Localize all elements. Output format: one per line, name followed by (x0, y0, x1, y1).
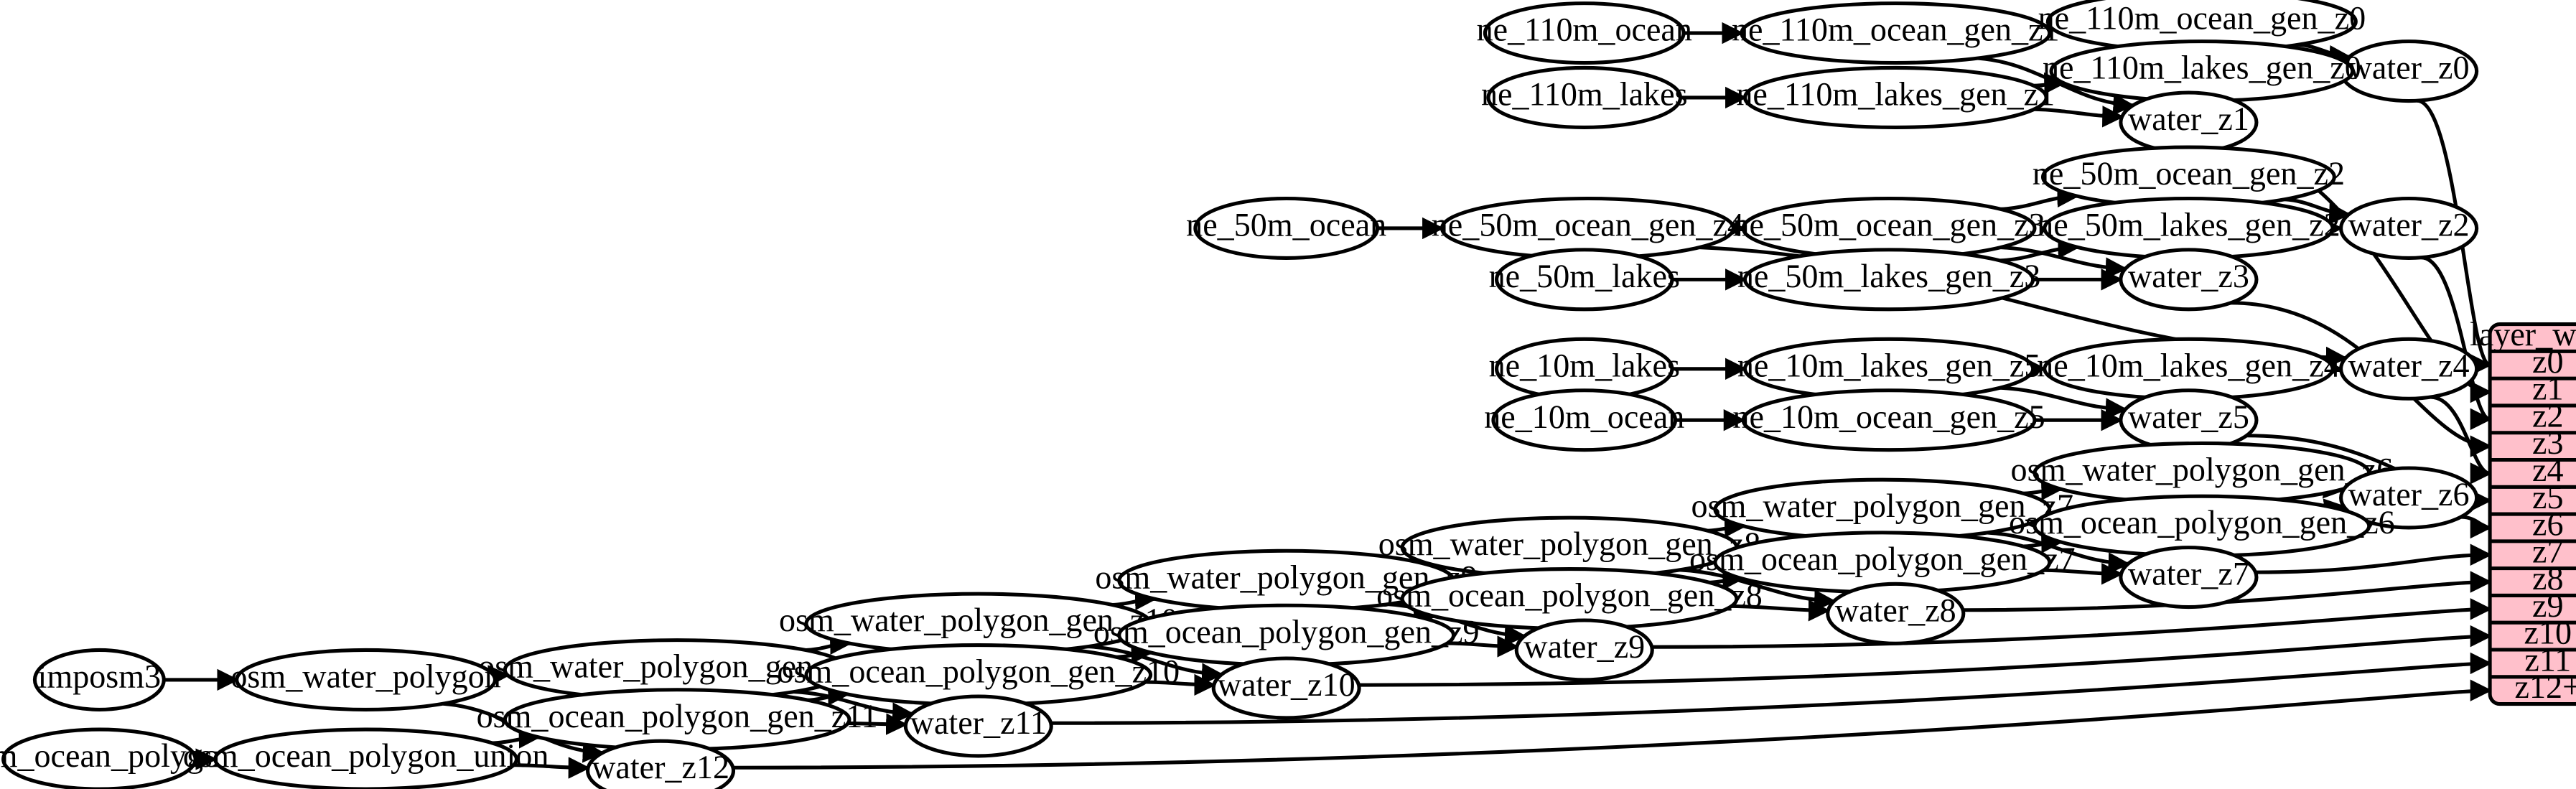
graph-edge-osm_water_polygon_gen_z8-to-osm_water_polygon_gen_z7 (1707, 515, 1747, 538)
graph-edge-osm_ocean_polygon_gen_z10-to-water_z10 (1145, 673, 1216, 696)
graph-edge-water_z12-to-layer_water-z12plus (732, 679, 2493, 770)
record-node-layer: layer_waterz0z1z2z3z4z5z6z7z8z9z10z11z12… (2470, 316, 2576, 706)
graph-edge-ne_110m_lakes_gen_z1-to-water_z1 (2034, 106, 2124, 128)
graph-edge-osm_ocean_polygon_gen_z8-to-osm_ocean_polygon_gen_z7 (1709, 568, 1745, 590)
graph-node-osm_ocean_polygon_union[interactable]: osm_ocean_polygon_union (183, 727, 549, 789)
node-ellipse (1483, 1, 1686, 65)
graph-node-water_z5[interactable]: water_z5 (2119, 388, 2259, 452)
graph-node-osm_water_polygon_gen_z7[interactable]: osm_water_polygon_gen_z7 (1691, 477, 2074, 541)
graph-edge-water_z9-to-layer_water-z9 (1651, 598, 2493, 649)
graph-edge-ne_50m_lakes_gen_z3-to-ne_50m_lakes_gen_z2 (1999, 236, 2080, 263)
graph-edge-ne_50m_ocean_gen_z3-to-ne_50m_ocean_gen_z2 (2000, 185, 2079, 211)
graph-edge-water_z2-to-layer_water-z2 (2420, 256, 2493, 430)
graph-edge-water_z8-to-layer_water-z8 (1963, 571, 2493, 612)
graph-node-ne_110m_ocean[interactable]: ne_110m_ocean (1477, 1, 1692, 65)
graph-edge-osm_ocean_polygon_gen_z7-to-water_z7 (2043, 563, 2124, 585)
graph-node-water_z11[interactable]: water_z11 (903, 694, 1053, 758)
node-ellipse (2339, 196, 2479, 260)
node-ellipse (2033, 441, 2371, 505)
graph-node-water_z10[interactable]: water_z10 (1211, 656, 1361, 720)
graph-edge-water_z6-to-layer_water-z6 (2460, 515, 2493, 539)
graph-edge-osm_ocean_polygon_gen_z8-to-water_z8 (1731, 599, 1831, 622)
node-ellipse (1117, 603, 1456, 667)
graph-edge-osm_water_polygon_gen_z11-to-water_z11 (793, 690, 915, 724)
graph-node-osm_water_polygon[interactable]: osm_water_polygon (230, 648, 501, 711)
graph-edge-water_z10-to-layer_water-z10 (1358, 625, 2493, 687)
node-ellipse (1491, 388, 1678, 452)
graph-edge-osm_water_polygon_gen_z10-to-osm_water_polygon_gen_z9 (1112, 588, 1157, 611)
node-ellipse (2339, 466, 2479, 530)
node-ellipse (32, 648, 166, 711)
graph-node-ne_10m_ocean[interactable]: ne_10m_ocean (1484, 388, 1684, 452)
graph-node-water_z12[interactable]: water_z12 (586, 739, 736, 789)
graph-node-water_z1[interactable]: water_z1 (2119, 90, 2259, 154)
graph-edge-water_z11-to-layer_water-z11 (1050, 652, 2493, 725)
graph-edge-osm_ocean_polygon_gen_z11-to-water_z11 (847, 713, 908, 735)
node-ellipse (1, 727, 197, 789)
graph-edge-osm_water_polygon_gen_z11-to-osm_water_polygon_gen_z10 (806, 632, 852, 655)
graph-edge-osm_water_polygon_gen_z8-to-water_z8 (1679, 568, 1837, 612)
node-ellipse (2119, 546, 2259, 610)
graph-edge-osm_ocean_polygon_union-to-water_z12 (513, 757, 591, 779)
node-ellipse (1514, 618, 1654, 682)
graph-node-water_z8[interactable]: water_z8 (1826, 582, 1966, 645)
node-ellipse (1741, 388, 2037, 452)
graph-node-water_z9[interactable]: water_z9 (1514, 618, 1654, 682)
graph-edge-water_z4-to-layer_water-z4 (2430, 395, 2493, 485)
node-ellipse (2119, 248, 2259, 312)
graph-node-water_z2[interactable]: water_z2 (2339, 196, 2479, 260)
node-ellipse (586, 739, 736, 789)
node-ellipse (1193, 196, 1380, 260)
graph-edge-ne_10m_lakes_gen_z5-to-water_z5 (1999, 386, 2128, 420)
node-ellipse (235, 648, 498, 711)
node-ellipse (1826, 582, 1966, 645)
graph-edge-osm_ocean_polygon_gen_z9-to-water_z9 (1447, 635, 1519, 658)
graph-node-imposm3[interactable]: imposm3 (32, 648, 166, 711)
node-ellipse (2119, 388, 2259, 452)
node-ellipse (213, 727, 518, 789)
graph-edge-water_z7-to-layer_water-z7 (2255, 543, 2493, 574)
node-ellipse (1211, 656, 1361, 720)
graph-node-ne_110m_lakes_gen_z1[interactable]: ne_110m_lakes_gen_z1 (1736, 65, 2055, 129)
graph-edge-osm_water_polygon_gen_z10-to-water_z10 (1088, 645, 1224, 685)
graph-node-water_z3[interactable]: water_z3 (2119, 248, 2259, 312)
node-ellipse (1740, 1, 2052, 65)
graph-node-ne_50m_lakes[interactable]: ne_50m_lakes (1489, 248, 1680, 312)
graph-node-osm_water_polygon_gen_z6[interactable]: osm_water_polygon_gen_z6 (2011, 441, 2394, 505)
graph-edge-osm_ocean_polygon_gen_z7-to-osm_ocean_polygon_gen_z6 (2022, 531, 2063, 554)
node-ellipse (1486, 65, 1683, 129)
graph-edge-osm_water_polygon_gen_z7-to-osm_water_polygon_gen_z6 (2022, 478, 2063, 500)
node-ellipse (1495, 248, 1674, 312)
graph-node-ne_50m_ocean[interactable]: ne_50m_ocean (1186, 196, 1386, 260)
graph-edge-ne_50m_ocean_gen_z2-to-water_z2 (2285, 197, 2351, 225)
graph-node-ne_10m_ocean_gen_z5[interactable]: ne_10m_ocean_gen_z5 (1732, 388, 2045, 452)
graph-node-ne_110m_lakes[interactable]: ne_110m_lakes (1481, 65, 1688, 129)
node-ellipse (1713, 477, 2052, 541)
graph-edge-osm_ocean_polygon_union-to-osm_ocean_polygon_gen_z11 (492, 727, 541, 749)
graph-node-ne_110m_ocean_gen_z1[interactable]: ne_110m_ocean_gen_z1 (1732, 1, 2060, 65)
node-ellipse (2119, 90, 2259, 154)
graph-node-water_z7[interactable]: water_z7 (2119, 546, 2259, 610)
node-ellipse (2339, 39, 2479, 103)
node-ellipse (903, 694, 1053, 758)
graph-node-ne_50m_lakes_gen_z3[interactable]: ne_50m_lakes_gen_z3 (1737, 248, 2040, 312)
record-node-layer-water[interactable]: layer_waterz0z1z2z3z4z5z6z7z8z9z10z11z12… (2470, 316, 2576, 706)
node-ellipse (1742, 248, 2035, 312)
node-ellipse (1742, 65, 2048, 129)
graph-node-water_z4[interactable]: water_z4 (2339, 337, 2479, 401)
node-ellipse (2339, 337, 2479, 401)
graph-node-water_z0[interactable]: water_z0 (2339, 39, 2479, 103)
